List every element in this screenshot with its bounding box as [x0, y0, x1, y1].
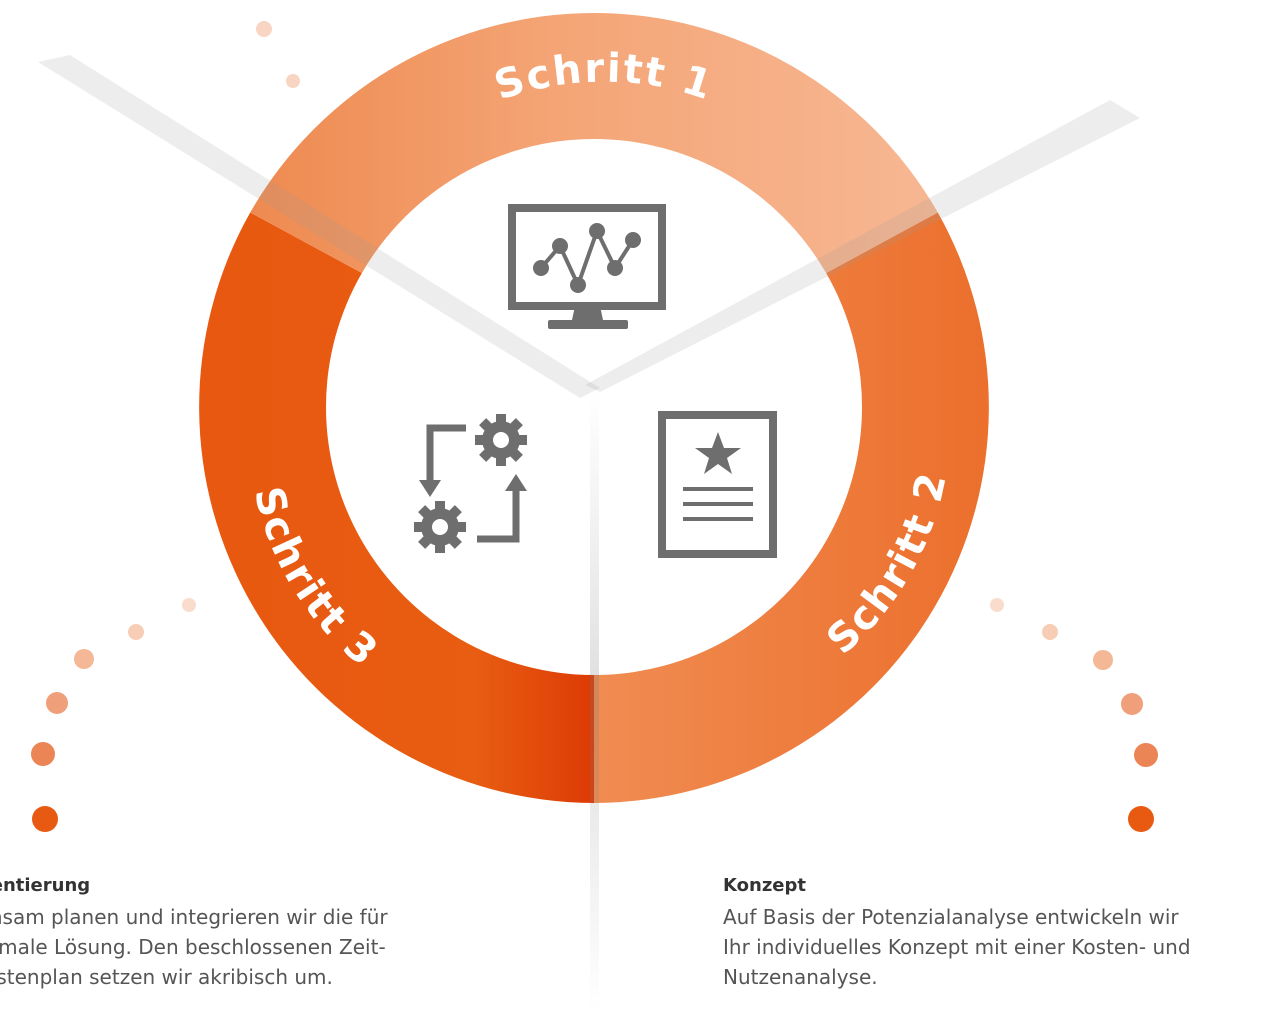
decorative-dots-right [990, 598, 1158, 832]
document-star-icon [658, 411, 777, 558]
gears-cycle-icon [414, 414, 527, 553]
ring-segment-step2 [594, 212, 989, 803]
decorative-dots-left [31, 598, 196, 832]
step2-title: Konzept [723, 875, 806, 896]
divider-shadow [585, 100, 1140, 392]
decorative-dots-top [256, 21, 300, 88]
divider-shadow [38, 55, 600, 398]
divider-shadow [590, 390, 599, 1012]
ring-segment-step3 [199, 212, 595, 803]
step2-description: Konzept Auf Basis der Potenzialanalyse e… [723, 872, 1263, 992]
step3-text-line: einsam planen und integrieren wir die fü… [0, 905, 388, 929]
step3-title: mentierung [0, 875, 91, 896]
step3-text-line: Kostenplan setzen wir akribisch um. [0, 965, 333, 989]
monitor-line-chart-icon [508, 204, 666, 329]
ring-segment-step1 [250, 13, 938, 274]
step3-text-line: ptimale Lösung. Den beschlossenen Zeit- [0, 935, 386, 959]
step2-text-line: Ihr individuelles Konzept mit einer Kost… [723, 935, 1191, 959]
step2-text-line: Nutzenanalyse. [723, 965, 878, 989]
step2-text-line: Auf Basis der Potenzialanalyse entwickel… [723, 905, 1179, 929]
step3-description: mentierung einsam planen und integrieren… [0, 872, 492, 992]
